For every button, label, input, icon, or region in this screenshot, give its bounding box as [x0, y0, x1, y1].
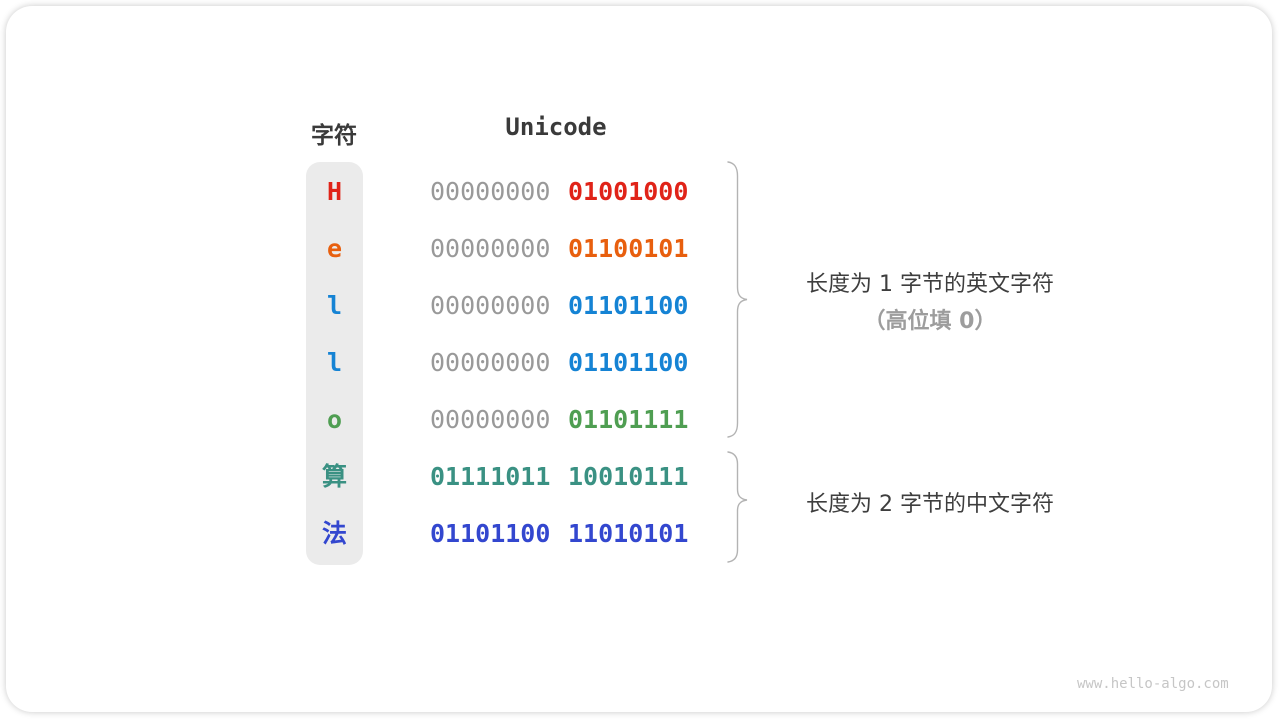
chinese-group-annotation: 长度为 2 字节的中文字符 — [806, 492, 1054, 517]
byte-low: 01101100 — [568, 348, 689, 377]
char-cell: 法 — [321, 519, 347, 548]
one-byte-group-brace-icon — [727, 161, 748, 438]
byte-high: 00000000 — [430, 405, 551, 434]
char-cell: l — [326, 291, 343, 320]
two-byte-group-brace-icon — [727, 451, 748, 563]
table-row: l 00000000 01101100 — [0, 290, 760, 322]
table-row: 法 01101100 11010101 — [0, 518, 760, 550]
byte-high: 01101100 — [430, 519, 551, 548]
english-group-annotation-note: （高位填 0） — [863, 309, 997, 334]
char-cell: H — [326, 177, 343, 206]
unicode-column-header: Unicode — [505, 113, 607, 141]
figure-card — [6, 6, 1272, 712]
byte-high: 00000000 — [430, 348, 551, 377]
char-cell: o — [326, 405, 343, 434]
byte-low: 01001000 — [568, 177, 689, 206]
table-row: o 00000000 01101111 — [0, 404, 760, 436]
byte-high: 00000000 — [430, 234, 551, 263]
byte-high: 01111011 — [430, 462, 551, 491]
char-cell: l — [326, 348, 343, 377]
byte-low: 01101111 — [568, 405, 689, 434]
char-column-header: 字符 — [311, 123, 357, 149]
byte-low: 11010101 — [568, 519, 689, 548]
table-row: l 00000000 01101100 — [0, 347, 760, 379]
english-group-annotation: 长度为 1 字节的英文字符 — [806, 272, 1054, 297]
table-row: 算 01111011 10010111 — [0, 461, 760, 493]
table-row: H 00000000 01001000 — [0, 176, 760, 208]
byte-low: 01100101 — [568, 234, 689, 263]
byte-low: 01101100 — [568, 291, 689, 320]
byte-high: 00000000 — [430, 291, 551, 320]
char-cell: e — [326, 234, 343, 263]
watermark: www.hello-algo.com — [1077, 676, 1229, 692]
byte-high: 00000000 — [430, 177, 551, 206]
char-cell: 算 — [321, 462, 347, 491]
char-column-background — [306, 162, 363, 565]
byte-low: 10010111 — [568, 462, 689, 491]
table-row: e 00000000 01100101 — [0, 233, 760, 265]
